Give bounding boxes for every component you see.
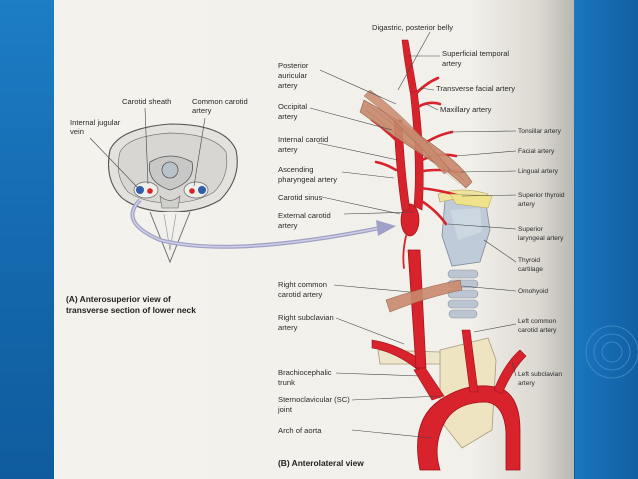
label-left-common-carotid-2: carotid artery — [518, 327, 557, 334]
caption-a-line1: (A) Anterosuperior view of — [66, 294, 171, 304]
panel-b-illustration — [359, 39, 527, 471]
label-occipital-2: artery — [278, 112, 298, 121]
leader-lines — [309, 31, 517, 439]
label-internal-carotid-1: Internal carotid — [278, 135, 328, 144]
label-posterior-auricular-3: artery — [278, 81, 298, 90]
label-thyroid-cartilage-2: cartilage — [518, 266, 543, 273]
label-transverse-facial: Transverse facial artery — [436, 84, 515, 93]
label-posterior-auricular-2: auricular — [278, 71, 308, 80]
label-superficial-temporal-1: Superficial temporal — [442, 49, 509, 58]
label-thyroid-cartilage-1: Thyroid — [518, 257, 540, 264]
label-left-subclavian-1: Left subclavian — [518, 371, 562, 378]
label-common-carotid-2: artery — [192, 106, 212, 115]
caption-a-line2: transverse section of lower neck — [66, 305, 196, 315]
label-occipital-1: Occipital — [278, 102, 307, 111]
labels-panel-a: Carotid sheath Common carotid artery Int… — [66, 97, 248, 315]
label-left-common-carotid-1: Left common — [518, 318, 556, 325]
label-superior-laryngeal-2: laryngeal artery — [518, 235, 564, 242]
label-right-subclavian-1: Right subclavian — [278, 313, 334, 322]
label-left-subclavian-2: artery — [518, 380, 536, 387]
labels-panel-b-right: Digastric, posterior belly Superficial t… — [372, 23, 565, 387]
label-internal-carotid-2: artery — [278, 145, 298, 154]
right-subclavian-artery — [371, 339, 425, 371]
caption-b: (B) Anterolateral view — [278, 458, 364, 468]
label-external-carotid-1: External carotid — [278, 211, 331, 220]
label-common-carotid-1: Common carotid — [192, 97, 248, 106]
arrowhead — [376, 220, 396, 236]
label-ijv-1: Internal jugular — [70, 118, 121, 127]
label-right-subclavian-2: artery — [278, 323, 298, 332]
label-external-carotid-2: artery — [278, 221, 298, 230]
left-subclavian-artery — [493, 349, 527, 395]
left-common-carotid — [461, 329, 479, 393]
brachiocephalic-trunk — [413, 365, 445, 401]
label-carotid-sheath: Carotid sheath — [122, 97, 171, 106]
trachea — [447, 269, 479, 319]
label-ascending-pharyngeal-1: Ascending — [278, 165, 313, 174]
label-superior-thyroid-1: Superior thyroid — [518, 192, 565, 199]
panel-a-section — [89, 107, 238, 264]
label-omohyoid: Omohyoid — [518, 288, 548, 295]
label-brachiocephalic-2: trunk — [278, 378, 295, 387]
label-digastric: Digastric, posterior belly — [372, 23, 453, 32]
labels-panel-b-left: Posterior auricular artery Occipital art… — [277, 61, 364, 468]
label-maxillary: Maxillary artery — [440, 105, 492, 114]
label-superficial-temporal-2: artery — [442, 59, 462, 68]
aortic-arch — [417, 385, 521, 471]
slide-background-right-edge — [575, 0, 638, 479]
omohyoid-muscle — [385, 279, 463, 313]
label-superior-thyroid-2: artery — [518, 201, 536, 208]
label-ijv-2: vein — [70, 127, 84, 136]
label-sternoclavicular-1: Sternoclavicular (SC) — [278, 395, 350, 404]
label-right-common-carotid-2: carotid artery — [278, 290, 323, 299]
label-brachiocephalic-1: Brachiocephalic — [278, 368, 332, 377]
label-right-common-carotid-1: Right common — [278, 280, 327, 289]
label-arch-of-aorta: Arch of aorta — [278, 426, 322, 435]
label-lingual: Lingual artery — [518, 168, 559, 175]
label-posterior-auricular-1: Posterior — [278, 61, 309, 70]
label-carotid-sinus: Carotid sinus — [278, 193, 323, 202]
label-ascending-pharyngeal-2: pharyngeal artery — [278, 175, 337, 184]
right-common-carotid-artery — [407, 249, 427, 369]
label-tonsillar: Tonsillar artery — [518, 128, 562, 135]
ripple-decoration — [585, 325, 638, 379]
label-superior-laryngeal-1: Superior — [518, 226, 544, 233]
label-facial: Facial artery — [518, 148, 555, 155]
label-sternoclavicular-2: joint — [277, 405, 293, 414]
